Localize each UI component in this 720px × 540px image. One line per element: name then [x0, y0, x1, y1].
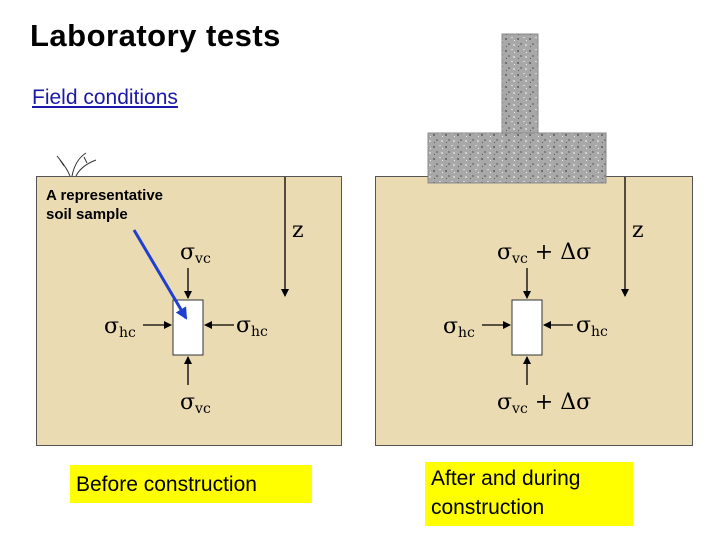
sigma-vc-top-right: σvc + Δσ: [497, 240, 592, 267]
soil-panel-after: [375, 176, 693, 446]
depth-label-left: z: [292, 218, 304, 243]
soil-element-left: [172, 299, 204, 356]
sigma-vc-bottom-left: σvc: [180, 390, 211, 417]
sigma-vc-bottom-right: σvc + Δσ: [497, 390, 592, 417]
footing: [427, 33, 607, 184]
sample-label: A representative soil sample: [46, 187, 163, 223]
sample-pointer-arrow: [132, 229, 188, 320]
sigma-hc-left-right: σhc: [443, 314, 475, 341]
caption-after-construction: After and during construction: [425, 462, 633, 526]
sigma-hc-left-left: σhc: [104, 314, 136, 341]
plant-icon: [56, 152, 97, 177]
depth-label-right: z: [632, 218, 644, 243]
sigma-hc-right-right: σhc: [576, 313, 608, 340]
caption-before-construction: Before construction: [70, 465, 312, 503]
sigma-hc-right-left: σhc: [236, 313, 268, 340]
page-title: Laboratory tests: [30, 18, 281, 53]
sigma-vc-top-left: σvc: [180, 240, 211, 267]
field-conditions-link[interactable]: Field conditions: [32, 86, 178, 109]
soil-element-right: [511, 299, 543, 356]
